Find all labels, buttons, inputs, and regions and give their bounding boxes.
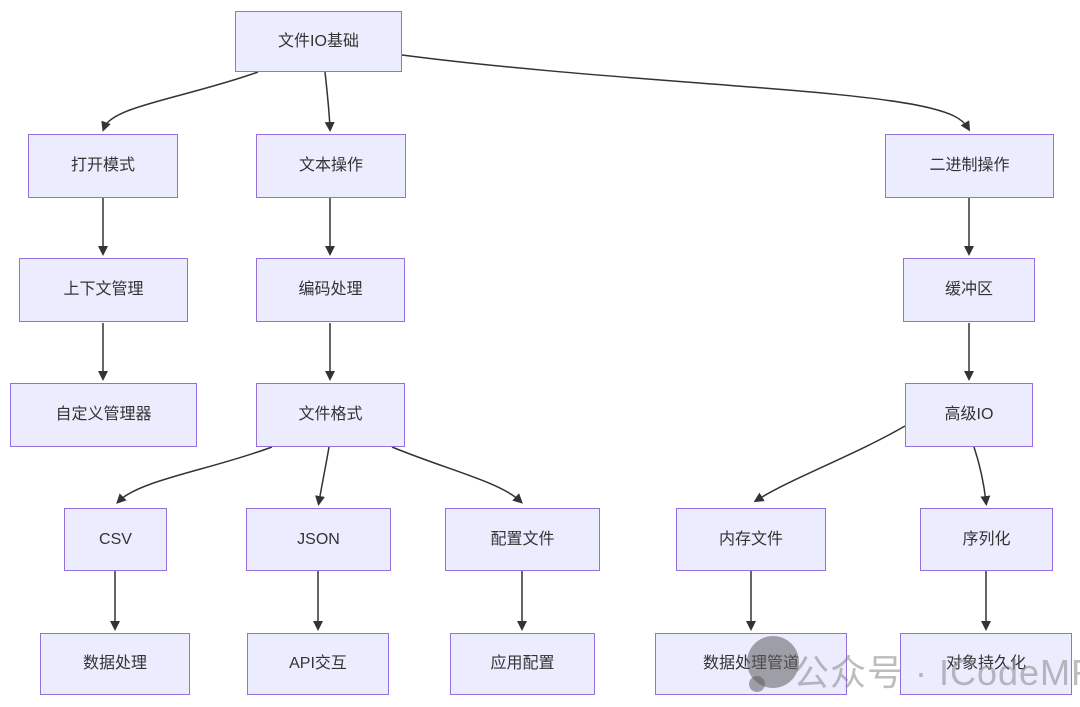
node-app-config: 应用配置 <box>450 633 595 695</box>
node-context-management: 上下文管理 <box>19 258 188 322</box>
edge-file-io-basics-to-open-mode <box>101 71 259 132</box>
node-data-pipeline: 数据处理管道 <box>655 633 847 695</box>
node-api-interaction: API交互 <box>247 633 389 695</box>
node-config-files: 配置文件 <box>445 508 600 571</box>
edge-file-formats-to-json <box>315 446 330 506</box>
edge-advanced-io-to-memory-files <box>753 425 906 503</box>
node-custom-manager: 自定义管理器 <box>10 383 197 447</box>
node-binary-operations: 二进制操作 <box>885 134 1054 198</box>
node-file-io-basics: 文件IO基础 <box>235 11 402 72</box>
node-json: JSON <box>246 508 391 571</box>
node-encoding-handling: 编码处理 <box>256 258 405 322</box>
node-serialization: 序列化 <box>920 508 1053 571</box>
node-csv: CSV <box>64 508 167 571</box>
node-open-mode: 打开模式 <box>28 134 178 198</box>
node-text-operations: 文本操作 <box>256 134 406 198</box>
node-file-formats: 文件格式 <box>256 383 405 447</box>
node-data-processing: 数据处理 <box>40 633 190 695</box>
edge-file-io-basics-to-binary-operations <box>401 54 971 132</box>
edge-file-formats-to-config-files <box>391 446 523 504</box>
edge-file-io-basics-to-text-operations <box>324 71 335 132</box>
node-memory-files: 内存文件 <box>676 508 826 571</box>
node-object-persistence: 对象持久化 <box>900 633 1072 695</box>
node-advanced-io: 高级IO <box>905 383 1033 447</box>
node-buffer: 缓冲区 <box>903 258 1035 322</box>
edge-advanced-io-to-serialization <box>973 446 991 506</box>
edge-file-formats-to-csv <box>116 446 273 504</box>
